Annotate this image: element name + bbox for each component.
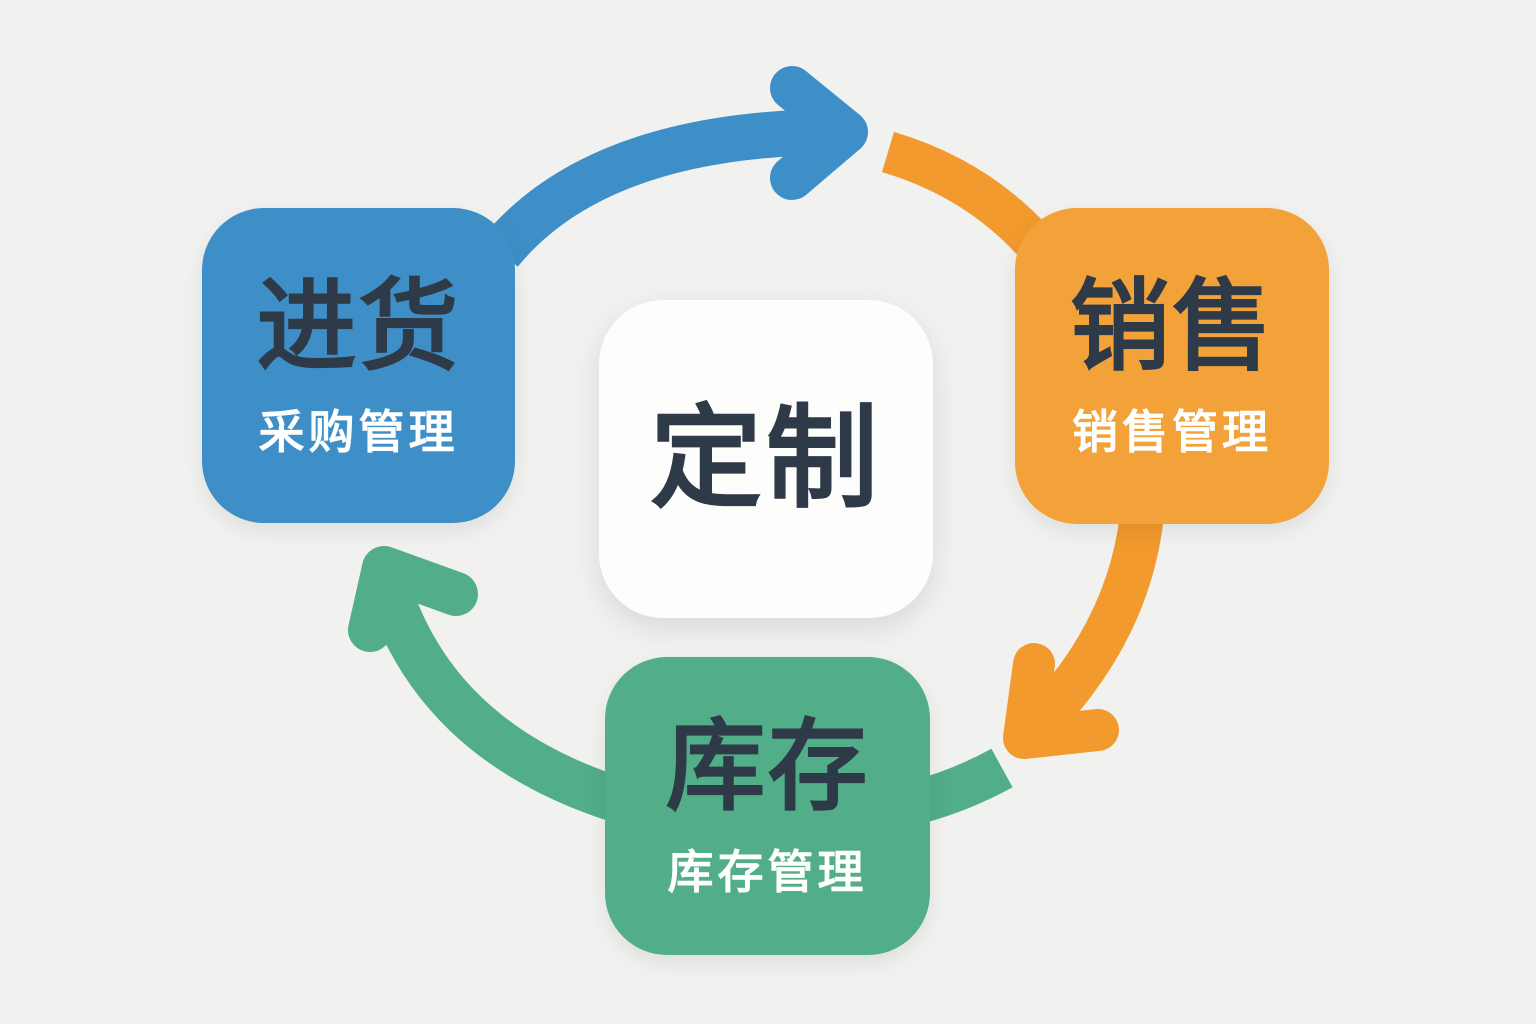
arrow-down-icon xyxy=(1003,643,1119,759)
node-inventory-subtitle: 库存管理 xyxy=(667,845,868,899)
node-purchase-subtitle: 采购管理 xyxy=(258,404,459,459)
node-inventory: 库存 库存管理 xyxy=(605,657,930,955)
node-purchase: 进货 采购管理 xyxy=(202,208,515,523)
flow-path-inventory-right xyxy=(912,748,1013,824)
node-sales-subtitle: 销售管理 xyxy=(1072,405,1272,459)
flow-arrow-sales-to-inventory xyxy=(881,131,1164,759)
flow-path-sales-to-top xyxy=(881,131,1048,255)
arrow-up-icon xyxy=(348,546,478,652)
flow-path-sales-to-inventory xyxy=(1008,512,1164,755)
node-purchase-title: 进货 xyxy=(256,267,461,385)
node-sales: 销售 销售管理 xyxy=(1015,208,1329,524)
flow-path-inventory-to-purchase xyxy=(361,568,626,822)
node-inventory-title: 库存 xyxy=(665,708,870,825)
arrow-right-icon xyxy=(770,66,868,200)
node-sales-title: 销售 xyxy=(1070,268,1274,385)
center-title: 定制 xyxy=(650,394,882,524)
flow-path-purchase-to-sales xyxy=(482,108,849,267)
flow-arrow-purchase-to-sales xyxy=(482,66,868,267)
center-card: 定制 xyxy=(599,300,933,618)
